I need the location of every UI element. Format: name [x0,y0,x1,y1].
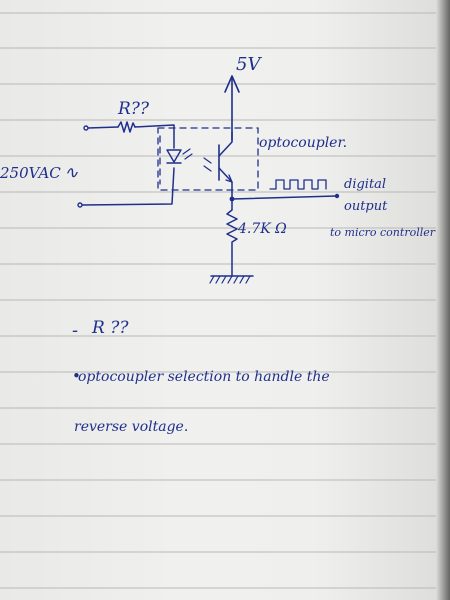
note-bullet: - [72,320,78,341]
note-text: optocoupler selection to handle the [78,369,330,385]
ac-symbol: ∿ [64,163,78,183]
note-bullet: • [72,367,81,385]
output-label-line3: to micro controller [330,226,436,239]
ground-icon [209,275,254,284]
ruled-lines [0,12,436,589]
optocoupler-label: optocoupler. [259,135,347,151]
note-text: reverse voltage. [74,419,188,435]
supply-arrow [224,75,240,141]
input-label: 250VAC [0,164,61,182]
square-wave-icon [269,179,327,190]
output-label-line2: output [344,199,388,214]
optocoupler-package [157,127,259,191]
pulldown-resistor [226,199,238,276]
supply-label: 5V [236,54,262,75]
resistor-label: R?? [117,99,150,119]
output-wire [229,191,340,202]
phototransistor-icon [203,131,233,193]
led-icon [166,148,193,164]
note-text: R ?? [91,318,129,338]
output-label-line1: digital [344,177,386,192]
notes: - R ?? • optocoupler selection to handle… [72,318,330,435]
input-top-wire [83,121,175,149]
input-bottom-wire [77,167,175,208]
pulldown-label: 4.7K Ω [237,221,287,237]
